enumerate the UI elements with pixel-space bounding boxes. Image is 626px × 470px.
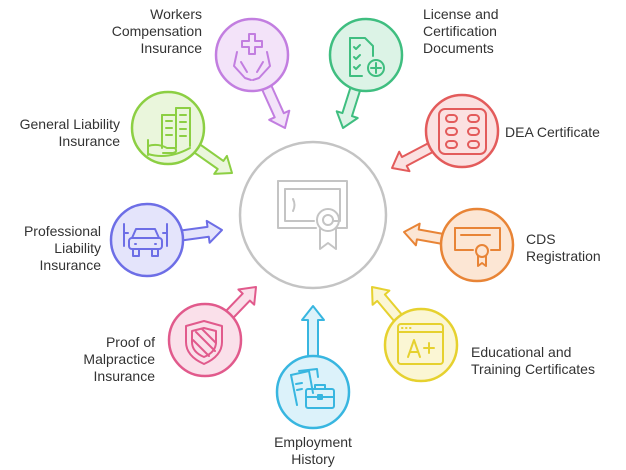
professional-liability-node <box>109 202 185 278</box>
label-proof-of-malpractice-insurance: Proof of Malpractice Insurance <box>83 334 155 384</box>
a-plus-browser-icon <box>397 323 444 365</box>
building-hand-icon <box>147 107 191 157</box>
document-checklist-plus-icon <box>349 37 385 77</box>
employment-history-arrow <box>301 305 325 359</box>
icon-group <box>123 33 501 409</box>
label-license-and-certification-documents: License and Certification Documents <box>423 6 499 56</box>
label-professional-liability-insurance: Professional Liability Insurance <box>23 223 101 273</box>
certificate-ribbon-icon <box>454 227 501 267</box>
educational-training-arrow <box>371 286 404 324</box>
briefcase-documents-icon <box>290 368 335 409</box>
dea-certificate-arrow <box>391 141 436 173</box>
label-employment-history: Employment History <box>274 434 352 467</box>
license-certification-node <box>328 17 404 93</box>
certificate-with-seal-icon <box>277 180 348 250</box>
dea-certificate-node <box>424 93 500 169</box>
label-workers-compensation-insurance: Workers Compensation Insurance <box>111 6 202 56</box>
cds-registration-node <box>439 207 515 283</box>
workers-compensation-arrow <box>260 82 291 129</box>
educational-training-node <box>383 307 459 383</box>
professional-liability-arrow <box>179 219 223 244</box>
shield-striped-icon <box>185 320 223 365</box>
label-general-liability-insurance: General Liability Insurance <box>19 116 120 149</box>
label-dea-certificate: DEA Certificate <box>505 124 600 140</box>
pill-blister-pack-icon <box>438 108 487 155</box>
general-liability-arrow <box>191 142 233 175</box>
arrow-group <box>179 82 446 359</box>
label-cds-registration: CDS Registration <box>526 231 601 264</box>
label-educational-and-training-certificates: Educational and Training Certificates <box>471 344 595 377</box>
license-certification-arrow <box>335 84 362 129</box>
car-icon <box>123 223 168 257</box>
malpractice-insurance-arrow <box>224 286 257 320</box>
central-hub <box>238 140 388 290</box>
hands-medical-cross-icon <box>233 33 271 81</box>
cds-registration-arrow <box>403 222 446 247</box>
